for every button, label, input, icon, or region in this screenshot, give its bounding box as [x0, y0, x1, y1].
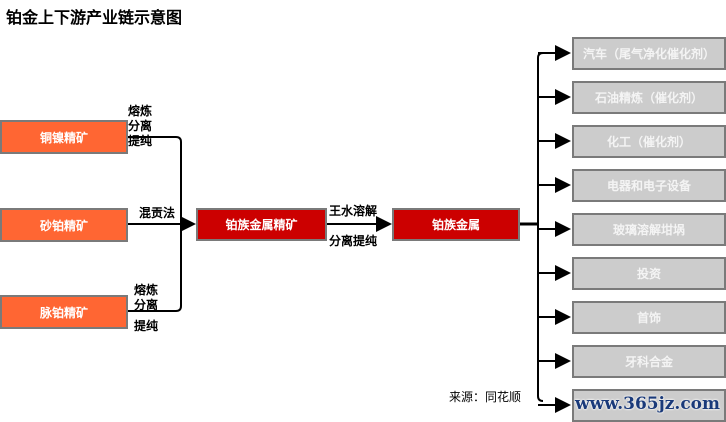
application-label: 电器和电子设备	[606, 179, 691, 193]
application-label: 石油精炼（催化剂）	[594, 91, 703, 105]
application-label: 投资	[636, 267, 661, 281]
application-label: 汽车（尾气净化催化剂）	[582, 47, 715, 61]
concentrate-box: 铂族金属精矿	[196, 208, 327, 241]
application-box: 石油精炼（催化剂）	[572, 81, 726, 114]
connector-vein	[127, 223, 187, 312]
source-label: 砂铂精矿	[39, 218, 88, 233]
source-label: 脉铂精矿	[39, 305, 88, 320]
source-vein-platinum: 脉铂精矿	[0, 295, 128, 329]
refine-step-2: 分离提纯	[329, 234, 378, 248]
application-box: 化工（催化剂）	[572, 125, 726, 158]
source-copper-nickel: 铜镍精矿	[0, 120, 128, 154]
application-box: 投资	[572, 257, 726, 290]
application-box: 玻璃溶解坩埚	[572, 213, 726, 246]
process-sand: 混贡法	[139, 206, 176, 220]
metal-label: 铂族金属	[431, 218, 480, 232]
trunk	[537, 52, 544, 402]
application-label: 牙科合金	[624, 355, 673, 369]
source-sand-platinum: 砂铂精矿	[0, 208, 128, 242]
metal-box: 铂族金属	[392, 208, 520, 241]
application-label: 玻璃溶解坩埚	[612, 223, 685, 237]
source-note: 来源：同花顺	[449, 390, 522, 404]
application-box: 汽车（尾气净化催化剂）	[572, 37, 726, 70]
process-vein: 熔炼分离提纯	[134, 283, 159, 333]
application-box: 牙科合金	[572, 345, 726, 378]
concentrate-label: 铂族金属精矿	[225, 218, 298, 232]
process-copper: 熔炼分离提纯	[128, 104, 153, 148]
application-label: 化工（催化剂）	[606, 135, 691, 149]
application-box: 首饰	[572, 301, 726, 334]
page-title: 铂金上下游产业链示意图	[6, 8, 183, 27]
application-box: 电器和电子设备	[572, 169, 726, 202]
application-label: 首饰	[636, 311, 661, 325]
source-label: 铜镍精矿	[39, 130, 88, 145]
refine-step-1: 王水溶解	[329, 204, 378, 218]
watermark: www.365jz.com	[575, 394, 720, 414]
